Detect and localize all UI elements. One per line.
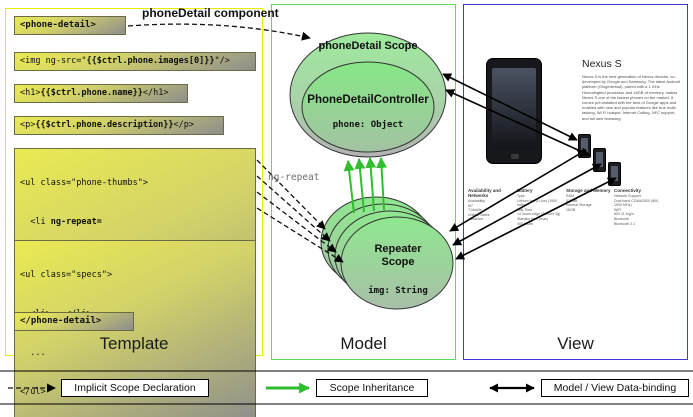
- view-product-title: Nexus S: [582, 58, 622, 70]
- view-thumbnail: [593, 148, 606, 172]
- spec-rows: RAM 512MB Internal Storage 16GB: [566, 194, 592, 212]
- repeater-property: img: String: [368, 286, 428, 296]
- view-product-description: Nexus S is the next generation of Nexus …: [582, 74, 680, 121]
- spec-heading: Connectivity: [614, 188, 642, 193]
- code-binding-expression: {{$ctrl.phone.name}}: [40, 88, 143, 98]
- code-h1-name: <h1>{{$ctrl.phone.name}}</h1>: [14, 84, 188, 103]
- code-binding-expression: {{$ctrl.phone.description}}: [35, 120, 174, 130]
- code-text: </p>: [173, 120, 195, 130]
- code-text: "/>: [214, 56, 230, 66]
- code-text: </ul>: [20, 387, 46, 397]
- code-p-description: <p>{{$ctrl.phone.description}}</p>: [14, 116, 224, 135]
- code-ng-repeat: ng-repeat=: [50, 217, 102, 227]
- code-line: <ul class="specs">: [20, 269, 250, 282]
- phone-screen: [492, 68, 536, 150]
- view-phone-image: [486, 58, 542, 164]
- controller-property: phone: Object: [332, 120, 404, 130]
- code-text: <phone-detail>: [20, 20, 96, 30]
- model-label: Model: [340, 334, 387, 353]
- spec-rows: Network Support Dual band CDMA2000 (800,…: [614, 194, 660, 226]
- view-thumbnail: [578, 134, 591, 158]
- code-text: </phone-detail>: [20, 316, 102, 326]
- code-text: <p>: [20, 120, 36, 130]
- scope-title: phoneDetail Scope: [318, 40, 418, 52]
- ng-repeat-label: ng-repeat: [268, 172, 320, 183]
- code-text: <h1>: [20, 88, 41, 98]
- code-text: <li: [20, 217, 51, 227]
- view-label: View: [557, 334, 594, 353]
- code-text: <img ng-src=": [20, 56, 87, 66]
- legend-implicit-label: Implicit Scope Declaration: [61, 379, 209, 397]
- legend-text: Scope Inheritance: [329, 382, 415, 394]
- code-text: <ul class="specs">: [20, 270, 113, 280]
- legend-databinding-label: Model / View Data-binding: [541, 379, 689, 397]
- controller-name: PhoneDetailController: [307, 94, 429, 106]
- spec-column-storage: Storage and Memory RAM 512MB Internal St…: [566, 188, 612, 212]
- code-text: </h1>: [142, 88, 169, 98]
- legend-text: Model / View Data-binding: [553, 382, 677, 394]
- code-text: ...: [20, 348, 46, 358]
- spec-rows: Availability M7 T-Mobile United States V…: [468, 199, 490, 222]
- spec-column-availability: Availability and Networks Availability M…: [468, 188, 514, 222]
- code-text: <ul class="phone-thumbs">: [20, 178, 148, 188]
- spec-column-battery: Battery Type Lithium Ion (Li-Ion) (1500 …: [517, 188, 563, 226]
- template-label: Template: [99, 334, 169, 353]
- code-line: ...: [20, 347, 250, 360]
- legend-inheritance-label: Scope Inheritance: [316, 379, 428, 397]
- code-line: </ul>: [20, 386, 250, 399]
- thumbnail-screen: [581, 138, 588, 153]
- repeater-title: Repeater Scope: [374, 243, 422, 268]
- legend-text: Implicit Scope Declaration: [74, 382, 196, 394]
- component-label: phoneDetail component: [142, 6, 279, 20]
- thumbnail-screen: [611, 166, 618, 181]
- code-line: <li ng-repeat=: [20, 216, 250, 229]
- code-line: <ul class="phone-thumbs">: [20, 177, 250, 190]
- spec-column-connectivity: Connectivity Network Support Dual band C…: [614, 188, 660, 226]
- spec-heading: Availability and Networks: [468, 188, 501, 198]
- spec-rows: Type Lithium Ion (Li-Ion) (1500 mAh) Tal…: [517, 194, 561, 226]
- code-img-ngsrc: <img ng-src="{{$ctrl.phone.images[0]}}"/…: [14, 52, 256, 71]
- spec-heading: Battery: [517, 188, 533, 193]
- code-phone-detail-close: </phone-detail>: [14, 312, 134, 331]
- phone-button: [511, 154, 519, 159]
- view-thumbnail: [608, 162, 621, 186]
- thumbnail-screen: [596, 152, 603, 167]
- spec-heading: Storage and Memory: [566, 188, 611, 193]
- code-phone-detail-open: <phone-detail>: [14, 16, 126, 35]
- code-binding-expression: {{$ctrl.phone.images[0]}}: [86, 56, 215, 66]
